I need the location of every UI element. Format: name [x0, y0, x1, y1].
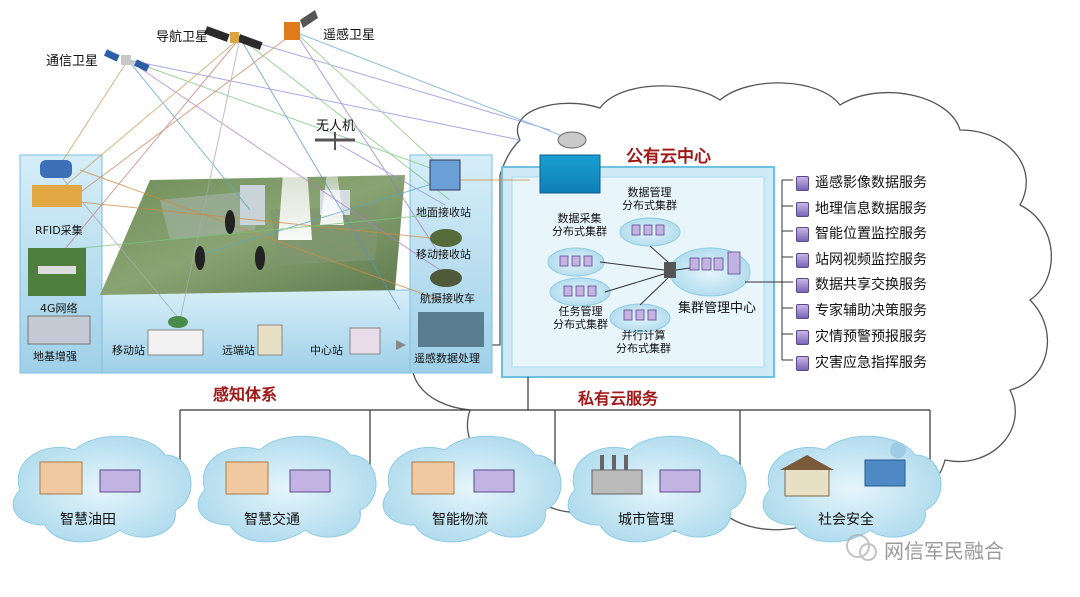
server-icons: [559, 224, 741, 321]
server-icon: [796, 277, 809, 293]
server-icon: [796, 303, 809, 319]
private-cloud-title: 私有云服务: [578, 389, 659, 408]
car-icon: [40, 160, 72, 178]
switch-icon: [664, 262, 676, 278]
ground-rx-label: 地面接收站: [416, 206, 471, 219]
server-icon: [796, 329, 809, 345]
uav-label: 无人机: [316, 119, 356, 134]
cluster-center-label: 集群管理中心: [678, 301, 757, 316]
remote-satellite-icon: [284, 10, 318, 40]
sector-icons: [39, 442, 906, 497]
center-station-icon: [349, 327, 381, 355]
4g-label: 4G网络: [40, 302, 78, 315]
center-station-label: 中心站: [310, 344, 343, 357]
comm-satellite-icon: [103, 49, 150, 72]
remote-station-label: 远端站: [222, 344, 255, 357]
wechat-icon: [846, 534, 877, 561]
nav-satellite-icon: [204, 26, 263, 50]
server-icon: [796, 226, 809, 242]
sector-logistics-label: 智能物流: [432, 512, 488, 528]
mobile-station-label: 移动站: [112, 344, 145, 357]
satellite-links: [59, 31, 561, 321]
data-mgmt-label: 数据管理 分布式集群: [622, 186, 677, 212]
service-item: 专家辅助决策服务: [796, 300, 927, 320]
ground-aug-device: [27, 315, 91, 345]
air-rx-label: 航摄接收车: [420, 292, 475, 305]
uav-icon: [315, 132, 355, 150]
remote-station-icon: [257, 324, 283, 356]
sector-oilfield-label: 智慧油田: [60, 512, 116, 528]
service-item: 数据共享交换服务: [796, 274, 927, 294]
sector-city-label: 城市管理: [618, 512, 674, 528]
cloud-building-icon: [539, 154, 601, 194]
sector-traffic-label: 智慧交通: [244, 512, 300, 528]
rfid-label: RFID采集: [35, 224, 83, 237]
public-cloud-title: 公有云中心: [626, 147, 711, 167]
watermark-text: 网信军民融合: [884, 539, 1004, 563]
server-icon: [796, 201, 809, 217]
server-icon: [796, 175, 809, 191]
ground-aug-label: 地基增强: [33, 350, 77, 363]
comm-satellite-label: 通信卫星: [46, 54, 99, 69]
service-item: 遥感影像数据服务: [796, 172, 927, 192]
service-item: 站网视频监控服务: [796, 249, 927, 269]
mobile-rx-icon: [430, 229, 462, 247]
rs-processing-image: [418, 312, 484, 347]
sensing-system-title: 感知体系: [213, 385, 278, 404]
service-item: 地理信息数据服务: [796, 198, 927, 218]
service-item: 智能位置监控服务: [796, 223, 927, 243]
rfid-device-icon: [32, 185, 82, 207]
ground-rx-icon: [429, 159, 461, 191]
remote-satellite-label: 遥感卫星: [323, 28, 376, 43]
sector-security-label: 社会安全: [818, 512, 874, 528]
mobile-van-icon: [147, 329, 204, 356]
data-collect-label: 数据采集 分布式集群: [552, 212, 607, 238]
service-item: 灾情预警预报服务: [796, 326, 927, 346]
parallel-label: 并行计算 分布式集群: [616, 329, 671, 355]
server-icon: [796, 252, 809, 268]
service-item: 灾害应急指挥服务: [796, 352, 927, 372]
service-tree: [745, 179, 793, 361]
air-rx-icon: [430, 269, 462, 287]
nav-satellite-label: 导航卫星: [156, 30, 209, 45]
server-icon: [796, 355, 809, 371]
cluster-links: [599, 245, 691, 306]
task-mgmt-label: 任务管理 分布式集群: [553, 305, 608, 331]
tower-icons: [195, 210, 265, 270]
mobile-rx-label: 移动接收站: [416, 248, 471, 261]
rs-processing-label: 遥感数据处理: [414, 352, 480, 365]
